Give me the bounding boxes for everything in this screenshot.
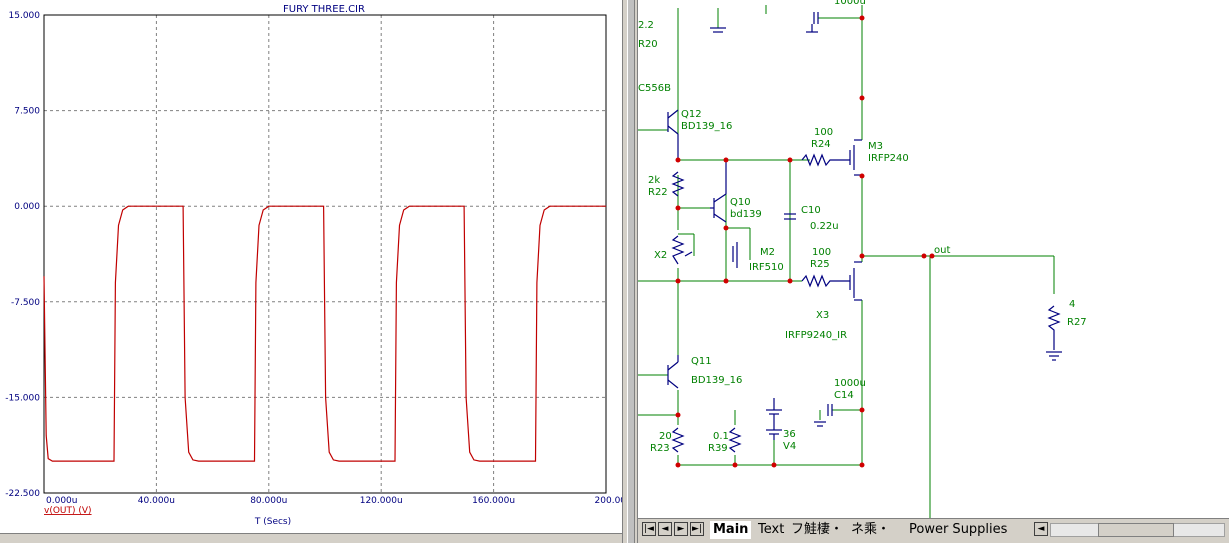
label-r23: R23 [650,443,670,454]
label-m2: M2 [760,247,775,258]
last-tab-button[interactable]: ►| [690,522,704,536]
x-tick-label: 0.000u [46,496,77,506]
label-out: out [934,245,950,256]
tab-power-supplies[interactable]: Power Supplies [909,522,1008,537]
label-x3-model: IRFP9240_IR [785,330,847,341]
tab-scroll-left-button[interactable]: ◄ [1034,522,1048,536]
label-r22-value: 2k [648,175,660,186]
label-r20-value: 2.2 [638,20,654,31]
resistor-r39 [728,427,742,453]
potentiometer-x2 [671,235,685,265]
y-axis-ticks: 15.000 7.500 0.000 -7.500 -15.000 -22.500 [5,11,40,499]
x-tick-label: 200.000u [595,496,622,506]
schematic-components[interactable] [667,12,1062,453]
x-axis-ticks: 0.000u 40.000u 80.000u 120.000u 160.000u 200.… [46,496,637,506]
resistor-r24 [801,153,850,167]
scrollbar-thumb[interactable] [1098,523,1174,537]
next-tab-button[interactable]: ► [674,522,688,536]
y-tick-label: -15.000 [5,393,40,403]
y-tick-label: -22.500 [5,489,40,499]
legend-v-out[interactable]: v(OUT) (V) [44,506,92,516]
label-v4-value: 36 [783,429,796,440]
label-q10: Q10 [730,197,751,208]
label-q11-model: BD139_16 [691,375,742,386]
resistor-r25 [801,274,850,288]
label-r25-value: 100 [812,247,831,258]
analysis-plot-window: FURY THREE.CIR 15.000 7.500 0.000 -7.500 -15… [0,4,638,543]
label-c10: C10 [801,205,821,216]
label-r23-value: 20 [659,431,672,442]
label-c556b: C556B [638,83,671,94]
label-m3: M3 [868,141,883,152]
window-splitter[interactable] [622,0,638,543]
label-r22: R22 [648,187,668,198]
label-r27-value: 4 [1069,299,1075,310]
schematic-wires [638,5,1055,518]
plot-title: FURY THREE.CIR [283,4,365,15]
trace-v-out[interactable] [43,205,606,462]
tab-4[interactable]: ネ乘・ [851,522,891,537]
schematic-canvas[interactable]: 2.2 R20 C556B Q12 BD139_16 100 R24 M3 IR… [638,0,1229,518]
x-tick-label: 160.000u [472,496,515,506]
label-r27: R27 [1067,317,1087,328]
resistor-r22 [671,171,685,197]
schematic-labels: 2.2 R20 C556B Q12 BD139_16 100 R24 M3 IR… [638,0,1087,454]
schematic-nodes [675,15,935,468]
label-r24: R24 [811,139,831,150]
plot-grid [44,15,606,493]
transient-plot: FURY THREE.CIR 15.000 7.500 0.000 -7.500 -15… [5,4,638,527]
label-r20: R20 [638,39,658,50]
label-r39: R39 [708,443,728,454]
y-tick-label: 15.000 [9,11,41,21]
tab-3[interactable]: フ鮭棲・ [791,522,844,537]
x-tick-label: 40.000u [138,496,175,506]
tab-main[interactable]: Main [710,521,752,539]
label-r24-value: 100 [814,127,833,138]
y-tick-label: 0.000 [14,202,40,212]
label-c14-value: 1000u [834,378,866,389]
resistor-r27 [1047,305,1061,350]
y-tick-label: 7.500 [14,107,40,117]
sheet-tab-bar: |◄ ◄ ► ►| Main Text フ鮭棲・ ネ乘・ Power Suppl… [638,518,1229,543]
label-m2-model: IRF510 [749,262,784,273]
label-top-cap-value: 1000u [834,0,866,7]
plot-frame [43,14,607,494]
schematic-editor[interactable]: 2.2 R20 C556B Q12 BD139_16 100 R24 M3 IR… [638,0,1229,543]
label-q12-model: BD139_16 [681,121,732,132]
label-r39-value: 0.1 [713,431,729,442]
label-x3: X3 [816,310,829,321]
y-tick-label: -7.500 [11,298,40,308]
x-axis-label: T (Secs) [254,517,291,527]
x-tick-label: 120.000u [360,496,403,506]
tab-text[interactable]: Text [758,522,785,537]
label-r25: R25 [810,259,830,270]
label-c14: C14 [834,390,854,401]
resistor-r23 [671,427,685,453]
label-m3-model: IRFP240 [868,153,909,164]
label-q10-model: bd139 [730,209,762,220]
label-x2: X2 [654,250,667,261]
x-tick-label: 80.000u [250,496,287,506]
label-c10-value: 0.22u [810,221,839,232]
label-q11: Q11 [691,356,712,367]
plot-horizontal-scrollbar[interactable] [0,533,622,543]
label-v4: V4 [783,441,796,452]
prev-tab-button[interactable]: ◄ [658,522,672,536]
first-tab-button[interactable]: |◄ [642,522,656,536]
label-q12: Q12 [681,109,702,120]
